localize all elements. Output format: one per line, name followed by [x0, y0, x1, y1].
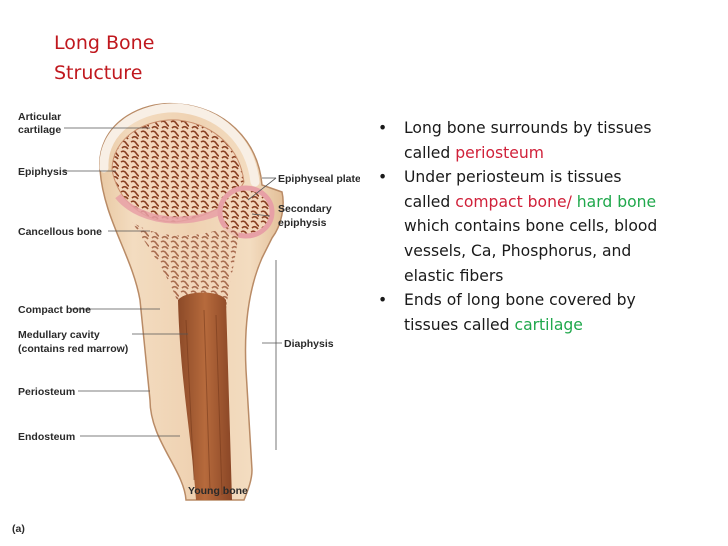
label-secondary-1: Secondary	[278, 203, 332, 215]
label-medullary-2: (contains red marrow)	[18, 343, 128, 355]
title-line-2: Structure	[54, 62, 143, 84]
bullet-item: • Under periosteum is tissues called com…	[372, 165, 672, 288]
secondary-epiphysis	[217, 185, 275, 239]
label-periosteum: Periosteum	[18, 386, 75, 398]
bullet-text: Under periosteum is tissues called	[404, 168, 622, 211]
term-hard-bone: hard bone	[576, 192, 657, 211]
title-line-1: Long Bone	[54, 32, 155, 54]
label-articular-2: cartilage	[18, 124, 61, 136]
term-periosteum: periosteum	[455, 143, 544, 162]
bullet-item: • Ends of long bone covered by tissues c…	[372, 288, 672, 337]
caption-young-bone: Young bone	[188, 485, 248, 497]
articular-cartilage	[99, 103, 260, 187]
cancellous-region	[132, 222, 240, 310]
medullary-cavity	[178, 292, 232, 500]
term-cartilage: cartilage	[514, 315, 583, 334]
label-endosteum: Endosteum	[18, 431, 75, 443]
term-compact-bone: compact bone/	[455, 192, 577, 211]
bullet-glyph: •	[378, 119, 388, 137]
label-epiphysis: Epiphysis	[18, 166, 68, 178]
label-epiphyseal-plates: Epiphyseal plates	[278, 173, 360, 185]
label-secondary-2: epiphysis	[278, 217, 327, 229]
label-compact: Compact bone	[18, 304, 91, 316]
bullet-text: Long bone surrounds by tissues called	[404, 119, 652, 162]
long-bone-diagram: Articular cartilage Epiphysis Cancellous…	[12, 102, 360, 535]
bullet-text: which contains bone cells, blood vessels…	[404, 217, 658, 285]
label-cancellous: Cancellous bone	[18, 226, 102, 238]
bullet-item: • Long bone surrounds by tissues called …	[372, 116, 672, 165]
slide-title: Long Bone Structure	[54, 28, 154, 88]
panel-label: (a)	[12, 523, 25, 535]
bullet-glyph: •	[378, 291, 388, 310]
label-medullary-1: Medullary cavity	[18, 329, 100, 341]
bullet-text: Ends of long bone covered by tissues cal…	[404, 291, 636, 334]
label-articular-1: Articular	[18, 111, 61, 123]
label-diaphysis: Diaphysis	[284, 338, 334, 350]
bullet-glyph: •	[378, 168, 388, 187]
bullet-list: • Long bone surrounds by tissues called …	[372, 116, 672, 337]
